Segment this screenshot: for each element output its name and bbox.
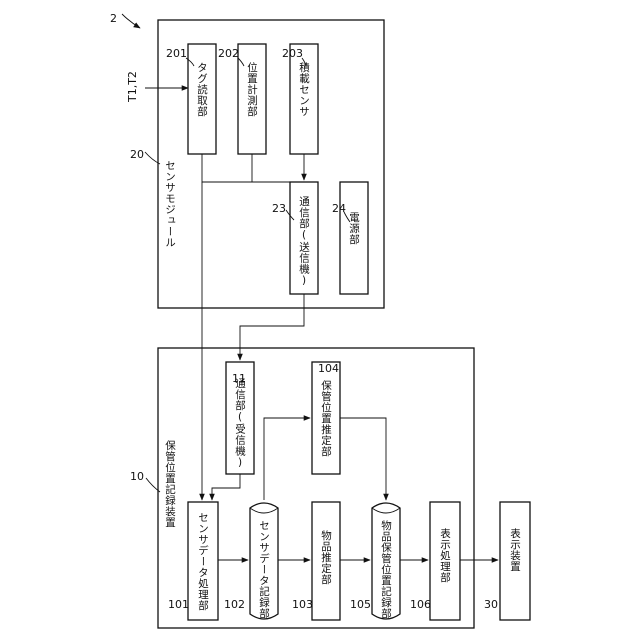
sensor-processor-label: センサデータ処理部 xyxy=(197,512,209,611)
display-processor-ref: 106 xyxy=(410,598,431,611)
location-estimator-ref: 104 xyxy=(318,362,339,375)
tag-reader-label: タグ読取部 xyxy=(196,62,208,117)
position-meter-label: 位置計測部 xyxy=(246,61,258,117)
figure-number-arrow xyxy=(122,14,140,28)
display-processor-label: 表示処理部 xyxy=(439,527,451,583)
store-to-location-estimator-arrow xyxy=(264,418,310,500)
position-to-comm-line xyxy=(252,154,304,182)
location-estimator-label: 保管位置推定部 xyxy=(320,379,332,457)
storage-recorder-ref: 10 xyxy=(130,470,144,483)
tag-reader-ref: 201 xyxy=(166,47,187,60)
power-ref: 24 xyxy=(332,202,346,215)
comm-rx-ref: 11 xyxy=(232,372,246,385)
location-estimator-to-store-arrow xyxy=(340,418,386,500)
load-sensor-label: 積載センサ xyxy=(298,61,310,117)
sensor-data-store-label: センサデータ記録部 xyxy=(258,520,270,619)
comm-rx-label: 通信部(受信機) xyxy=(234,378,246,469)
comm-tx-to-rx-arrow xyxy=(240,294,304,360)
sensor-data-store-ref: 102 xyxy=(224,598,245,611)
comm-tx-label: 通信部(送信機) xyxy=(298,196,310,287)
load-sensor-ref: 203 xyxy=(282,47,303,60)
display-device-ref: 30 xyxy=(484,598,498,611)
position-meter-ref: 202 xyxy=(218,47,239,60)
display-device-label: 表示装置 xyxy=(509,527,521,572)
sensor-module-label: センサモジュール xyxy=(164,160,176,248)
sensor-processor-ref: 101 xyxy=(168,598,189,611)
sensor-module-ref: 20 xyxy=(130,148,144,161)
power-label: 電源部 xyxy=(348,212,360,245)
comm-rx-to-processor-arrow xyxy=(212,474,240,500)
item-location-store-label: 物品保管位置記録部 xyxy=(380,519,392,619)
item-estimator-ref: 103 xyxy=(292,598,313,611)
figure-number: 2 xyxy=(110,12,117,25)
tag-to-comm-line xyxy=(202,154,252,182)
comm-tx-ref: 23 xyxy=(272,202,286,215)
storage-recorder-label: 保管位置記録装置 xyxy=(164,439,176,528)
item-location-store-ref: 105 xyxy=(350,598,371,611)
tag-input-label: T1,T2 xyxy=(126,71,139,103)
item-estimator-label: 物品推定部 xyxy=(320,529,332,585)
